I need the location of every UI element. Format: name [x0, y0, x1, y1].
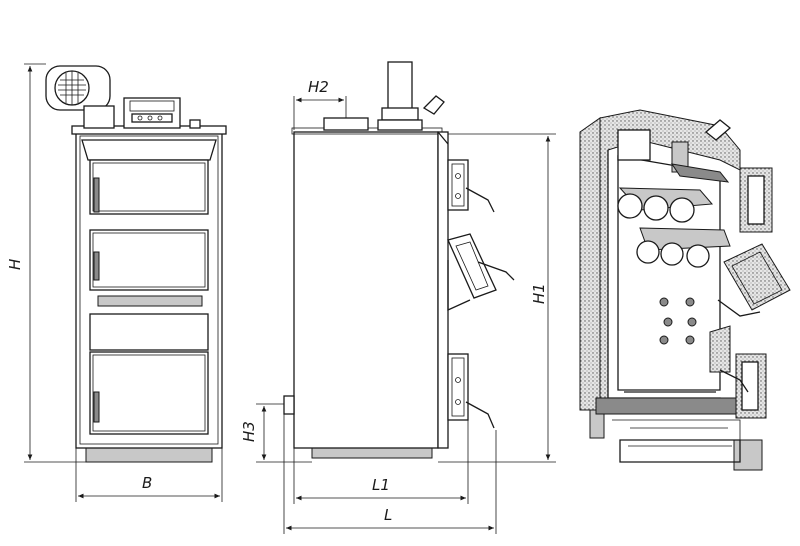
dim-H2: H2 [308, 78, 329, 96]
upper-tube-row [617, 187, 714, 223]
dim-L1: L1 [372, 476, 390, 494]
lower-tube-row [636, 227, 731, 268]
section-view [579, 109, 791, 471]
side-view: H2 H1 H3 L1 L [240, 61, 556, 534]
dim-L: L [384, 506, 392, 524]
dim-H: H [6, 259, 24, 270]
front-view: H B [6, 63, 227, 502]
dim-H1: H1 [530, 283, 548, 304]
upper-door-handle [93, 177, 100, 213]
dim-H3: H3 [240, 421, 258, 442]
controller-panel [123, 97, 201, 129]
middle-door-handle [93, 251, 100, 281]
fan-icon [45, 65, 115, 129]
lower-door-handle [93, 391, 100, 423]
dim-B: B [142, 474, 152, 492]
